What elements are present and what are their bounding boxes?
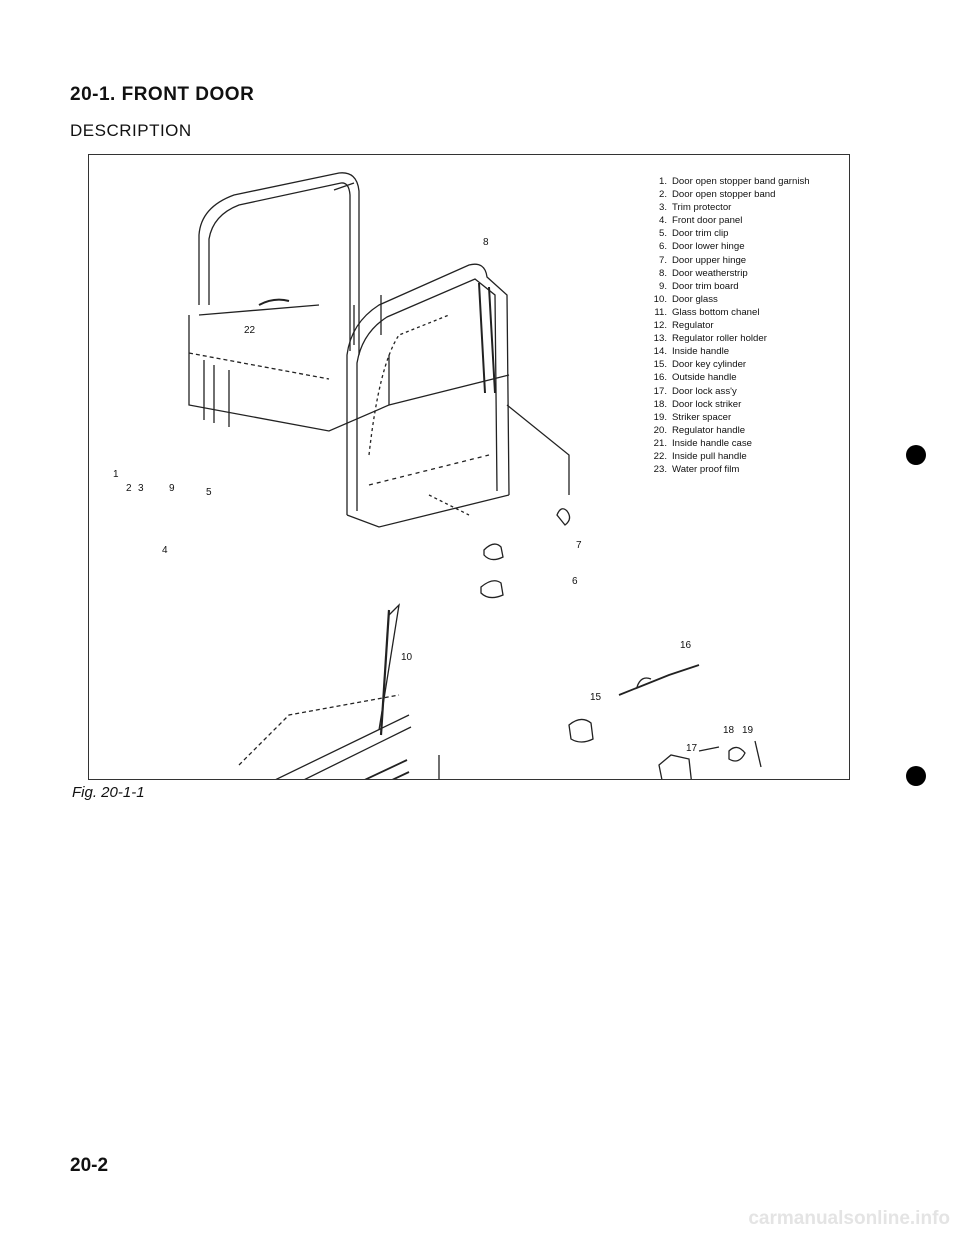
callout-22: 22 — [244, 325, 256, 336]
legend-number: 16. — [653, 372, 667, 384]
legend-item: 22. Inside pull handle — [648, 450, 810, 463]
legend-number: 21. — [653, 437, 667, 449]
legend-label: Water proof film — [672, 464, 740, 476]
legend-label: Regulator — [672, 320, 714, 332]
legend-number: 15. — [653, 359, 667, 371]
legend-item: 20. Regulator handle — [648, 424, 810, 437]
callout-18: 18 — [723, 725, 735, 736]
callout-1: 1 — [113, 469, 119, 480]
legend-number: 14. — [653, 346, 667, 358]
callout-8: 8 — [483, 237, 489, 248]
legend-label: Door weatherstrip — [672, 267, 748, 279]
legend-label: Door key cylinder — [672, 359, 747, 371]
legend-number: 1. — [658, 176, 667, 187]
figure-caption: Fig. 20-1-1 — [72, 784, 145, 801]
callout-10: 10 — [401, 652, 413, 663]
legend-number: 6. — [658, 241, 667, 253]
legend-label: Door lower hinge — [672, 241, 745, 253]
legend-label: Door upper hinge — [672, 254, 747, 266]
legend-item: 2. Door open stopper band — [648, 188, 810, 201]
legend-number: 10. — [653, 293, 667, 305]
callout-17: 17 — [686, 743, 698, 754]
legend-label: Inside pull handle — [672, 450, 747, 462]
legend-number: 17. — [653, 385, 667, 397]
legend-item: 7. Door upper hinge — [648, 254, 810, 267]
parts-legend: 1. Door open stopper band garnish 2. Door … — [648, 175, 810, 476]
legend-label: Striker spacer — [672, 411, 732, 423]
legend-label: Door trim clip — [672, 228, 729, 240]
legend-item: 16. Outside handle — [648, 371, 810, 384]
legend-item: 15. Door key cylinder — [648, 358, 810, 371]
legend-item: 12. Regulator — [648, 319, 810, 332]
legend-label: Door lock striker — [672, 398, 742, 410]
legend-number: 2. — [658, 189, 667, 201]
legend-item: 23. Water proof film — [648, 463, 810, 476]
callout-15: 15 — [590, 692, 602, 703]
legend-number: 3. — [658, 202, 667, 214]
callout-4: 4 — [162, 545, 168, 556]
legend-label: Inside handle — [672, 346, 730, 358]
legend-item: 4. Front door panel — [648, 214, 810, 227]
legend-label: Trim protector — [672, 202, 732, 214]
legend-item: 21. Inside handle case — [648, 437, 810, 450]
legend-label: Door open stopper band — [672, 189, 776, 201]
legend-label: Door open stopper band garnish — [672, 176, 810, 187]
legend-item: 19. Striker spacer — [648, 411, 810, 424]
legend-number: 23. — [653, 464, 667, 476]
legend-item: 8. Door weatherstrip — [648, 267, 810, 280]
legend-number: 18. — [653, 398, 667, 410]
legend-item: 9. Door trim board — [648, 280, 810, 293]
legend-number: 8. — [658, 267, 667, 279]
legend-item: 11. Glass bottom chanel — [648, 306, 810, 319]
glass-regulator-drawing — [238, 603, 440, 779]
legend-label: Front door panel — [672, 215, 743, 227]
callout-6: 6 — [572, 576, 578, 587]
legend-item: 3. Trim protector — [648, 201, 810, 214]
legend-number: 5. — [658, 228, 667, 240]
exploded-door-diagram: 1 2 3 4 5 6 7 8 9 10 11 12 13 14 15 16 1… — [113, 172, 762, 779]
legend-label: Regulator roller holder — [672, 333, 767, 345]
legend-number: 20. — [653, 424, 667, 436]
legend-item: 13. Regulator roller holder — [648, 332, 810, 345]
figure-frame — [88, 154, 850, 780]
callout-2: 2 — [126, 483, 132, 494]
watermark-text: carmanualsonline.info — [748, 1208, 950, 1229]
legend-number: 12. — [653, 320, 667, 332]
section-title: 20-1. FRONT DOOR — [70, 84, 255, 105]
legend-item: 10. Door glass — [648, 293, 810, 306]
legend-number: 4. — [658, 215, 667, 227]
callout-9: 9 — [169, 483, 175, 494]
lock-handle-drawing — [568, 664, 762, 779]
part-callouts: 1 2 3 4 5 6 7 8 9 10 11 12 13 14 15 16 1… — [113, 237, 754, 754]
binder-hole-top-icon — [906, 445, 926, 465]
legend-number: 13. — [653, 333, 667, 345]
section-subtitle: DESCRIPTION — [70, 121, 192, 140]
legend-item: 17. Door lock ass'y — [648, 385, 810, 398]
callout-16: 16 — [680, 640, 692, 651]
legend-label: Door trim board — [672, 280, 739, 292]
legend-label: Regulator handle — [672, 424, 746, 436]
legend-item: 14. Inside handle — [648, 345, 810, 358]
callout-5: 5 — [206, 487, 212, 498]
legend-label: Glass bottom chanel — [672, 306, 760, 318]
legend-number: 22. — [653, 450, 667, 462]
legend-label: Inside handle case — [672, 437, 753, 449]
legend-item: 6. Door lower hinge — [648, 240, 810, 253]
legend-number: 9. — [658, 280, 667, 292]
legend-item: 1. Door open stopper band garnish — [648, 175, 810, 188]
callout-19: 19 — [742, 725, 754, 736]
binder-hole-bottom-icon — [906, 766, 926, 786]
page-number: 20-2 — [70, 1155, 109, 1176]
callout-3: 3 — [138, 483, 144, 494]
legend-label: Door glass — [672, 293, 718, 305]
legend-label: Outside handle — [672, 372, 737, 384]
legend-item: 5. Door trim clip — [648, 227, 810, 240]
legend-number: 11. — [654, 306, 667, 318]
legend-number: 7. — [658, 254, 667, 266]
door-shell-drawing — [188, 172, 571, 599]
legend-item: 18. Door lock striker — [648, 398, 810, 411]
legend-number: 19. — [653, 411, 667, 423]
callout-7: 7 — [576, 540, 582, 551]
legend-label: Door lock ass'y — [672, 385, 737, 397]
